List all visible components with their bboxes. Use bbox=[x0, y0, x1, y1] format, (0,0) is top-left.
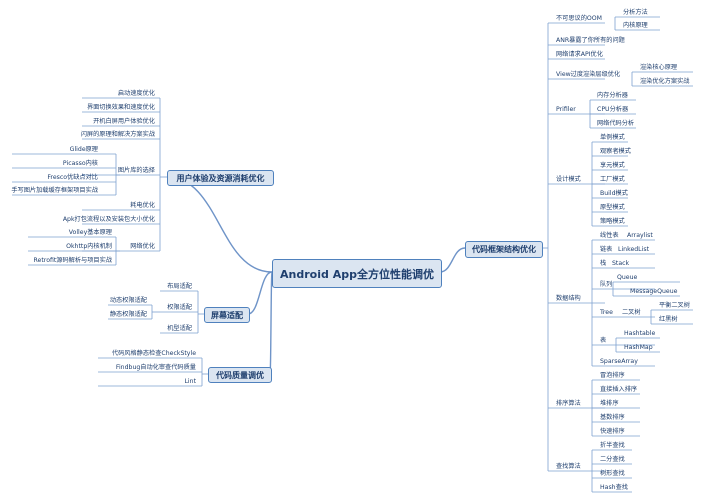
topic-framework[interactable]: 代码框架结构优化 bbox=[465, 241, 543, 258]
ux-item-power[interactable]: 耗电优化 bbox=[130, 202, 155, 209]
images-label[interactable]: 图片库的选择 bbox=[117, 167, 155, 174]
image-lib-item[interactable]: Fresco优缺点对比 bbox=[47, 174, 98, 181]
binary-item[interactable]: 红黑树 bbox=[659, 316, 678, 323]
anr-label[interactable]: ANR暴露了你所有的问题 bbox=[556, 37, 625, 44]
design-item[interactable]: 原型模式 bbox=[600, 204, 625, 211]
profiler-label[interactable]: Prifiler bbox=[556, 106, 576, 113]
watermark bbox=[500, 0, 580, 8]
screen-model[interactable]: 机型适配 bbox=[167, 325, 192, 332]
ds-linked[interactable]: 链表 bbox=[600, 246, 613, 253]
quality-item[interactable]: Lint bbox=[184, 378, 196, 385]
topic-ux[interactable]: 用户体验及资源消耗优化 bbox=[167, 170, 274, 186]
network-item[interactable]: Retrofit源码解析与项目实战 bbox=[33, 257, 112, 264]
sort-item[interactable]: 基数排序 bbox=[600, 414, 625, 421]
ux-item[interactable]: 开机白屏用户体验优化 bbox=[93, 118, 155, 125]
connector-line bbox=[439, 247, 466, 273]
search-item[interactable]: 折半查找 bbox=[600, 442, 625, 449]
api-label[interactable]: 网络请求API优化 bbox=[556, 51, 603, 58]
quality-item[interactable]: 代码风格静态检查CheckStyle bbox=[111, 350, 196, 357]
profiler-item[interactable]: 网络代码分析 bbox=[597, 120, 635, 127]
ds-linkedlist[interactable]: LinkedList bbox=[618, 246, 650, 253]
screen-perm[interactable]: 权限适配 bbox=[167, 304, 192, 311]
profiler-item[interactable]: 内存分析器 bbox=[597, 92, 628, 99]
sort-item[interactable]: 直接插入排序 bbox=[600, 386, 638, 393]
quality-item[interactable]: Findbug自动化审查代码质量 bbox=[115, 364, 196, 371]
network-item[interactable]: Volley基本原理 bbox=[68, 229, 112, 236]
oom-item[interactable]: 分析方法 bbox=[623, 9, 648, 16]
search-label[interactable]: 查找算法 bbox=[556, 463, 581, 470]
design-item[interactable]: Build模式 bbox=[600, 190, 628, 197]
ds-queue[interactable]: 队列 bbox=[600, 281, 613, 288]
sort-item[interactable]: 快速排序 bbox=[600, 428, 625, 435]
search-item[interactable]: 树形查找 bbox=[600, 470, 625, 477]
profiler-item[interactable]: CPU分析器 bbox=[597, 106, 629, 113]
queue-item[interactable]: MessageQueue bbox=[630, 288, 678, 295]
image-lib-item[interactable]: 手写图片加载缓存框架项目实战 bbox=[11, 187, 98, 194]
design-item[interactable]: 工厂模式 bbox=[600, 176, 625, 183]
sort-item[interactable]: 堆排序 bbox=[600, 400, 619, 407]
ds-binary[interactable]: 二叉树 bbox=[622, 309, 641, 316]
binary-item[interactable]: 平衡二叉树 bbox=[659, 302, 690, 309]
ds-stack[interactable]: 栈 bbox=[600, 260, 607, 267]
ux-item[interactable]: 闪屏的原理和解决方案实战 bbox=[80, 131, 155, 138]
ds-stack-item[interactable]: Stack bbox=[612, 260, 630, 267]
connector-line bbox=[247, 271, 273, 315]
view-item[interactable]: 渲染核心原理 bbox=[640, 64, 678, 71]
ds-label[interactable]: 数据结构 bbox=[556, 295, 581, 302]
design-item[interactable]: 策略模式 bbox=[600, 218, 625, 225]
sort-label[interactable]: 排序算法 bbox=[556, 400, 581, 407]
design-label[interactable]: 设计模式 bbox=[556, 176, 581, 183]
ux-item[interactable]: 启动速度优化 bbox=[117, 90, 155, 97]
oom-label[interactable]: 不可思议的OOM bbox=[556, 15, 603, 22]
image-lib-item[interactable]: Glide原理 bbox=[69, 146, 98, 153]
ux-item-apk[interactable]: Apk打包流程以及安装包大小优化 bbox=[62, 216, 155, 223]
topic-screen[interactable]: 屏幕适配 bbox=[204, 307, 250, 323]
design-item[interactable]: 单例模式 bbox=[600, 134, 625, 141]
search-item[interactable]: 二分查找 bbox=[600, 456, 625, 463]
sort-item[interactable]: 冒泡排序 bbox=[600, 372, 625, 379]
table-item[interactable]: HashMap bbox=[624, 344, 653, 351]
image-lib-item[interactable]: Picasso内核 bbox=[62, 160, 98, 167]
queue-item[interactable]: Queue bbox=[617, 274, 638, 281]
design-item[interactable]: 观察者模式 bbox=[600, 148, 631, 155]
oom-item[interactable]: 内核原理 bbox=[623, 22, 648, 29]
table-item[interactable]: Hashtable bbox=[624, 330, 656, 337]
ds-linear[interactable]: 线性表 bbox=[600, 232, 619, 239]
ds-tree[interactable]: Tree bbox=[600, 309, 613, 316]
ds-arraylist[interactable]: Arraylist bbox=[627, 232, 653, 239]
connector-line bbox=[269, 271, 273, 375]
design-item[interactable]: 享元模式 bbox=[600, 162, 625, 169]
perm-item[interactable]: 静态权限适配 bbox=[109, 311, 147, 318]
search-item[interactable]: Hash查找 bbox=[600, 484, 628, 491]
network-item[interactable]: Okhttp内核机制 bbox=[66, 243, 112, 250]
topic-quality[interactable]: 代码质量调优 bbox=[208, 367, 272, 383]
ux-item[interactable]: 界面切换效果和速度优化 bbox=[86, 104, 155, 111]
screen-layout[interactable]: 布局适配 bbox=[167, 283, 192, 290]
ds-table[interactable]: 表 bbox=[600, 337, 607, 344]
connector-line bbox=[166, 176, 273, 273]
perm-item[interactable]: 动态权限适配 bbox=[109, 297, 147, 304]
ds-sparse[interactable]: SparseArray bbox=[600, 358, 638, 365]
central-topic[interactable]: Android App全方位性能调优 bbox=[272, 259, 442, 288]
network-label[interactable]: 网络优化 bbox=[130, 243, 155, 250]
view-label[interactable]: View过度渲染层级优化 bbox=[556, 71, 621, 78]
view-item[interactable]: 渲染优化方案实战 bbox=[640, 78, 690, 85]
